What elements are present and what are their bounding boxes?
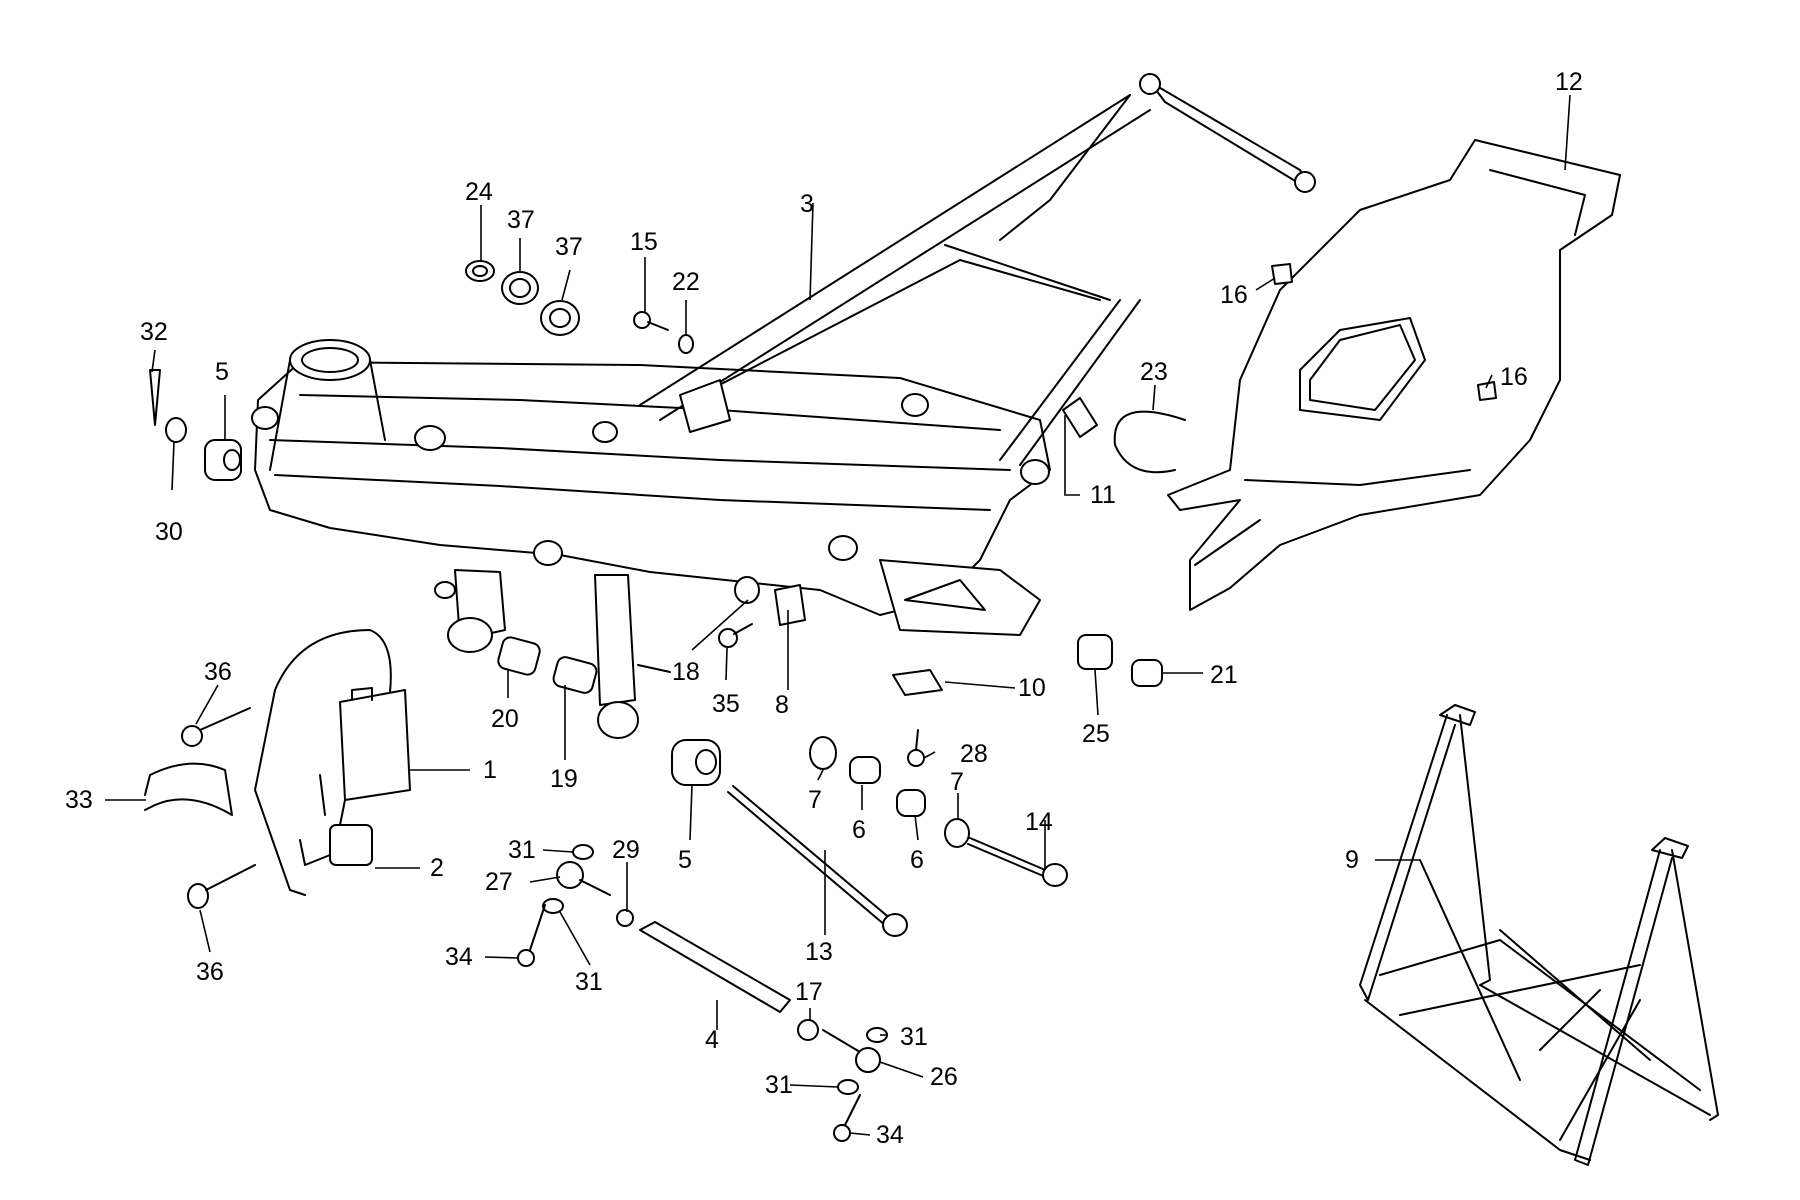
washer-31-a xyxy=(572,844,594,860)
callout-15: 15 xyxy=(630,228,658,256)
spacers-6-7 xyxy=(809,736,970,848)
callout-8: 8 xyxy=(775,691,789,719)
callout-17: 17 xyxy=(795,978,823,1006)
pad-11 xyxy=(1062,397,1098,438)
callout-16-bottom: 16 xyxy=(1500,363,1528,391)
callout-5-center: 5 xyxy=(678,846,692,874)
ignition-coil xyxy=(254,629,411,896)
bearing-37-b xyxy=(540,300,580,336)
bolt-35 xyxy=(718,623,753,648)
washer-22 xyxy=(678,334,694,354)
callout-4: 4 xyxy=(705,1026,719,1054)
callout-26: 26 xyxy=(930,1063,958,1091)
bushing-5-left xyxy=(204,439,242,481)
bushing-18 xyxy=(734,576,760,604)
frame xyxy=(251,73,1316,739)
bolt-34-left xyxy=(517,904,546,967)
callout-7-b: 7 xyxy=(950,768,964,796)
callout-14: 14 xyxy=(1025,808,1053,836)
callout-18: 18 xyxy=(672,658,700,686)
callout-11: 11 xyxy=(1090,481,1116,509)
callout-numbers: 1 2 3 4 5 5 6 6 7 7 8 9 10 11 12 13 14 1… xyxy=(65,68,1583,1149)
callout-30: 30 xyxy=(155,518,183,546)
rod-4 xyxy=(639,921,791,1013)
callout-2: 2 xyxy=(430,854,444,882)
callout-6-b: 6 xyxy=(910,846,924,874)
callout-31-d: 31 xyxy=(765,1071,793,1099)
callout-20: 20 xyxy=(491,705,519,733)
callout-19: 19 xyxy=(550,765,578,793)
bolt-14 xyxy=(967,837,1068,887)
callout-27: 27 xyxy=(485,868,513,896)
callout-24: 24 xyxy=(465,178,493,206)
washer-31-b xyxy=(542,898,564,914)
callout-31-b: 31 xyxy=(575,968,603,996)
callout-22: 22 xyxy=(672,268,700,296)
sleeve-19 xyxy=(552,656,598,694)
bushing-25 xyxy=(1077,634,1113,670)
bushing-5-center xyxy=(671,739,721,786)
callout-37-b: 37 xyxy=(555,233,583,261)
clip-23 xyxy=(1113,410,1186,474)
rear-fender xyxy=(1167,139,1621,611)
callout-33: 33 xyxy=(65,786,93,814)
washer-31-d xyxy=(837,1079,859,1095)
callout-34-right: 34 xyxy=(876,1121,904,1149)
bushing-21 xyxy=(1131,659,1163,687)
callout-13: 13 xyxy=(805,938,833,966)
nut-17 xyxy=(797,1019,819,1041)
callout-35: 35 xyxy=(712,690,740,718)
paddock-stand xyxy=(1359,704,1719,1166)
callout-10: 10 xyxy=(1018,674,1046,702)
callout-21: 21 xyxy=(1210,661,1238,689)
callout-23: 23 xyxy=(1140,358,1168,386)
block-8 xyxy=(774,584,806,626)
plate-10 xyxy=(892,669,943,696)
pin-32 xyxy=(149,369,161,426)
callout-16-top: 16 xyxy=(1220,281,1248,309)
callout-25: 25 xyxy=(1082,720,1110,748)
callout-3: 3 xyxy=(800,190,814,218)
washer-29 xyxy=(616,909,634,927)
leader-lines xyxy=(105,94,1571,1136)
sleeve-20 xyxy=(497,636,541,676)
callout-29: 29 xyxy=(612,836,640,864)
long-bolt-13 xyxy=(727,785,908,937)
bolt-36-top xyxy=(181,707,251,747)
bolt-34-right xyxy=(833,1094,861,1142)
callout-6-a: 6 xyxy=(852,816,866,844)
callout-32: 32 xyxy=(140,318,168,346)
bearing-37-a xyxy=(501,271,539,305)
rod-end-27 xyxy=(556,861,611,896)
coil-clamp xyxy=(144,762,233,816)
callout-5-left: 5 xyxy=(215,358,229,386)
callout-31-a: 31 xyxy=(508,836,536,864)
rod-end-26 xyxy=(822,1029,881,1073)
callout-1: 1 xyxy=(483,756,497,784)
callout-36-top: 36 xyxy=(204,658,232,686)
callout-31-c: 31 xyxy=(900,1023,928,1051)
bolt-15 xyxy=(633,311,669,331)
screw-28 xyxy=(907,729,925,767)
nut-16-top xyxy=(1271,263,1293,285)
bolt-36-bottom xyxy=(187,864,256,909)
callout-34-left: 34 xyxy=(445,943,473,971)
callout-12: 12 xyxy=(1555,68,1583,96)
washer-24 xyxy=(465,260,495,282)
nut-30 xyxy=(165,417,187,443)
callout-28: 28 xyxy=(960,740,988,768)
callout-37-a: 37 xyxy=(507,206,535,234)
callout-9: 9 xyxy=(1345,846,1359,874)
callout-36-bottom: 36 xyxy=(196,958,224,986)
callout-7-a: 7 xyxy=(808,786,822,814)
